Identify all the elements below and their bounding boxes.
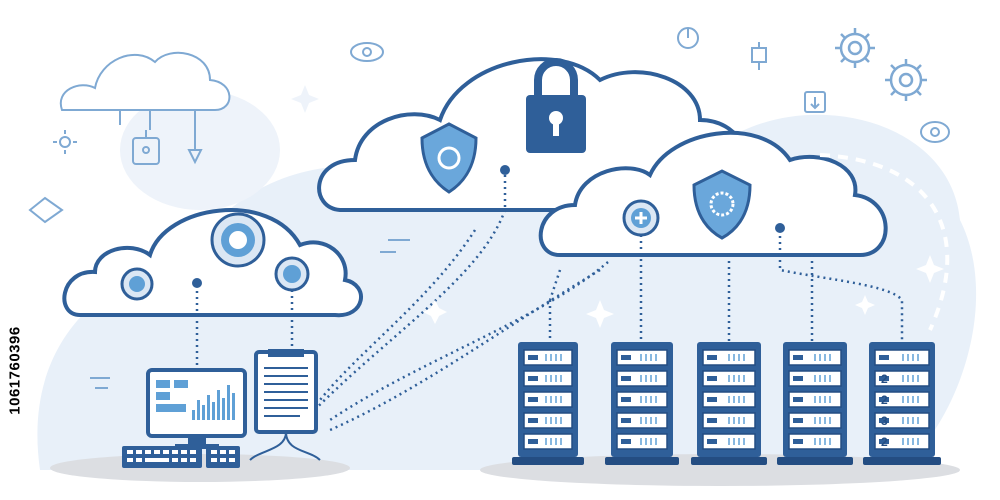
connection-nodes (192, 165, 785, 288)
network-connections (195, 175, 904, 432)
dashed-arc (819, 153, 950, 331)
sun-icon (53, 130, 77, 154)
desktop-monitor-icon (146, 368, 247, 449)
stock-id-text: 1061760396 (6, 325, 24, 415)
server-rack-icon (863, 342, 941, 465)
sparkle-icons (291, 85, 944, 328)
diamond-icon (28, 196, 64, 224)
power-icon (677, 27, 699, 49)
eye-icon (350, 42, 384, 62)
small-outline-cloud (59, 51, 231, 150)
padlock-icon (526, 58, 586, 153)
server-slot-label: 2 (881, 393, 888, 407)
eye-icon (920, 121, 950, 143)
shield-icon (420, 122, 478, 194)
stock-id-watermark: 1061760396 (4, 250, 26, 490)
server-rack-icon (605, 342, 679, 465)
gear-icon (835, 28, 875, 68)
server-rack-icon (777, 342, 853, 465)
keyboard-icon (122, 446, 240, 468)
gear-icon (885, 59, 927, 101)
plus-circle-icon (622, 199, 660, 237)
usb-icon (804, 91, 826, 113)
target-icon (274, 256, 310, 292)
server-rack-icon (691, 342, 767, 465)
target-icon (120, 267, 154, 301)
shield-icon (692, 169, 752, 240)
speed-lines (90, 239, 410, 389)
server-slot-label: 3 (881, 414, 888, 428)
document-icon (249, 349, 321, 461)
padlock-icon (132, 130, 160, 165)
server-slot-label: 2 (881, 435, 888, 449)
watch-icon (751, 42, 767, 70)
server-slot-label: 2 (881, 372, 888, 386)
server-rack-icon (512, 342, 584, 465)
server-racks: 2 2 3 2 (512, 342, 941, 465)
arrow-down-icon (187, 149, 203, 165)
target-icon (210, 212, 266, 268)
